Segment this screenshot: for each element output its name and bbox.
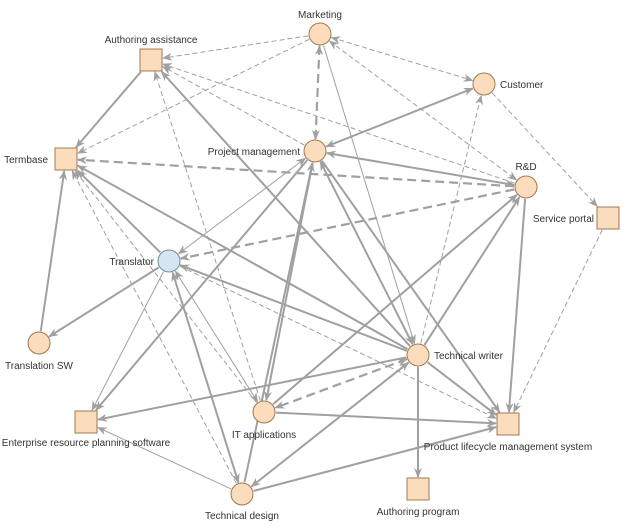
circle-node-icon[interactable] xyxy=(252,400,276,424)
edge-translator-to-termbase xyxy=(77,169,162,254)
node-translator[interactable]: Translator xyxy=(109,249,181,273)
node-label: Enterprise resource planning software xyxy=(2,438,171,449)
edge-customer-to-service_portal xyxy=(491,92,598,207)
edge-project_management-to-erp xyxy=(95,159,309,411)
edge-rd-to-project_management xyxy=(325,150,516,188)
circle-node-icon[interactable] xyxy=(27,331,51,355)
node-plm[interactable]: Product lifecycle management system xyxy=(424,412,592,453)
square-node-icon[interactable] xyxy=(596,206,620,230)
node-marketing[interactable]: Marketing xyxy=(298,10,342,46)
edges-layer xyxy=(39,35,603,492)
edge-technical_design-to-erp xyxy=(96,427,232,490)
node-translation-sw[interactable]: Translation SW xyxy=(5,331,74,372)
edge-technical_writer-to-plm xyxy=(426,361,497,416)
node-technical-design[interactable]: Technical design xyxy=(205,482,279,522)
node-label: R&D xyxy=(515,162,536,173)
edge-service_portal-to-plm xyxy=(513,229,603,414)
circle-node-icon[interactable] xyxy=(514,175,538,199)
edge-translator-to-erp xyxy=(91,271,164,412)
edge-technical_writer-to-rd xyxy=(423,196,521,346)
circle-node-icon[interactable] xyxy=(230,482,254,506)
node-project-management[interactable]: Project management xyxy=(208,139,327,163)
edge-technical_writer-to-termbase xyxy=(76,164,409,351)
node-service-portal[interactable]: Service portal xyxy=(533,206,620,230)
edge-rd-to-translator xyxy=(179,188,515,261)
node-label: Technical writer xyxy=(434,351,504,362)
edge-marketing-to-customer xyxy=(330,36,474,82)
edge-project_management-to-authoring_assistance xyxy=(161,66,305,146)
edge-translation_sw-to-termbase xyxy=(39,170,67,332)
edge-technical_design-to-plm xyxy=(253,425,498,492)
edge-technical_design-to-termbase xyxy=(71,170,237,484)
circle-node-icon[interactable] xyxy=(472,72,496,96)
node-label: Marketing xyxy=(298,10,342,21)
edge-project_management-to-translator xyxy=(177,157,307,255)
circle-node-icon[interactable] xyxy=(303,139,327,163)
node-label: Translation SW xyxy=(5,361,74,372)
circle-node-icon[interactable] xyxy=(308,22,332,46)
node-label: Project management xyxy=(208,147,300,158)
edge-marketing-to-project_management xyxy=(311,44,324,141)
node-authoring-assistance[interactable]: Authoring assistance xyxy=(105,35,198,72)
edge-technical_design-to-technical_writer xyxy=(250,361,410,488)
node-customer[interactable]: Customer xyxy=(472,72,544,96)
edge-translator-to-translation_sw xyxy=(48,266,160,338)
node-label: Service portal xyxy=(533,214,594,225)
square-node-icon[interactable] xyxy=(74,410,98,434)
node-authoring-program[interactable]: Authoring program xyxy=(377,477,460,518)
edge-it_applications-to-plm xyxy=(275,411,498,427)
square-node-icon[interactable] xyxy=(406,477,430,501)
edge-customer-to-project_management xyxy=(325,87,474,148)
edge-marketing-to-authoring_assistance xyxy=(162,35,309,61)
edge-project_management-to-plm xyxy=(321,160,501,413)
square-node-icon[interactable] xyxy=(54,147,78,171)
node-label: Translator xyxy=(109,257,154,268)
circle-node-icon[interactable] xyxy=(406,343,430,367)
edge-rd-to-authoring_assistance xyxy=(162,63,515,184)
square-node-icon[interactable] xyxy=(139,48,163,72)
node-it-applications[interactable]: IT applications xyxy=(232,400,296,441)
edge-it_applications-to-termbase xyxy=(74,170,257,403)
square-node-icon[interactable] xyxy=(496,412,520,436)
node-label: IT applications xyxy=(232,430,296,441)
edge-translator-to-technical_design xyxy=(171,271,240,484)
edge-technical_writer-to-translator xyxy=(179,264,408,352)
edge-rd-to-plm xyxy=(505,198,527,413)
edge-authoring_assistance-to-termbase xyxy=(75,71,142,149)
node-label: Technical design xyxy=(205,511,279,522)
edge-marketing-to-termbase xyxy=(76,38,310,154)
node-erp[interactable]: Enterprise resource planning software xyxy=(2,410,171,449)
edge-project_management-to-technical_writer xyxy=(319,160,414,346)
edge-translator-to-plm xyxy=(179,265,497,419)
edge-technical_writer-to-erp xyxy=(97,356,407,422)
edge-technical_writer-to-customer xyxy=(420,94,483,344)
node-label: Termbase xyxy=(4,155,48,166)
node-label: Product lifecycle management system xyxy=(424,442,592,453)
node-termbase[interactable]: Termbase xyxy=(4,147,78,171)
circle-node-icon[interactable] xyxy=(157,249,181,273)
node-label: Authoring program xyxy=(377,507,460,518)
node-rd[interactable]: R&D xyxy=(514,162,538,199)
node-label: Customer xyxy=(500,80,544,91)
edge-technical_writer-to-it_applications xyxy=(274,358,408,409)
node-technical-writer[interactable]: Technical writer xyxy=(406,343,504,367)
node-label: Authoring assistance xyxy=(105,35,198,46)
